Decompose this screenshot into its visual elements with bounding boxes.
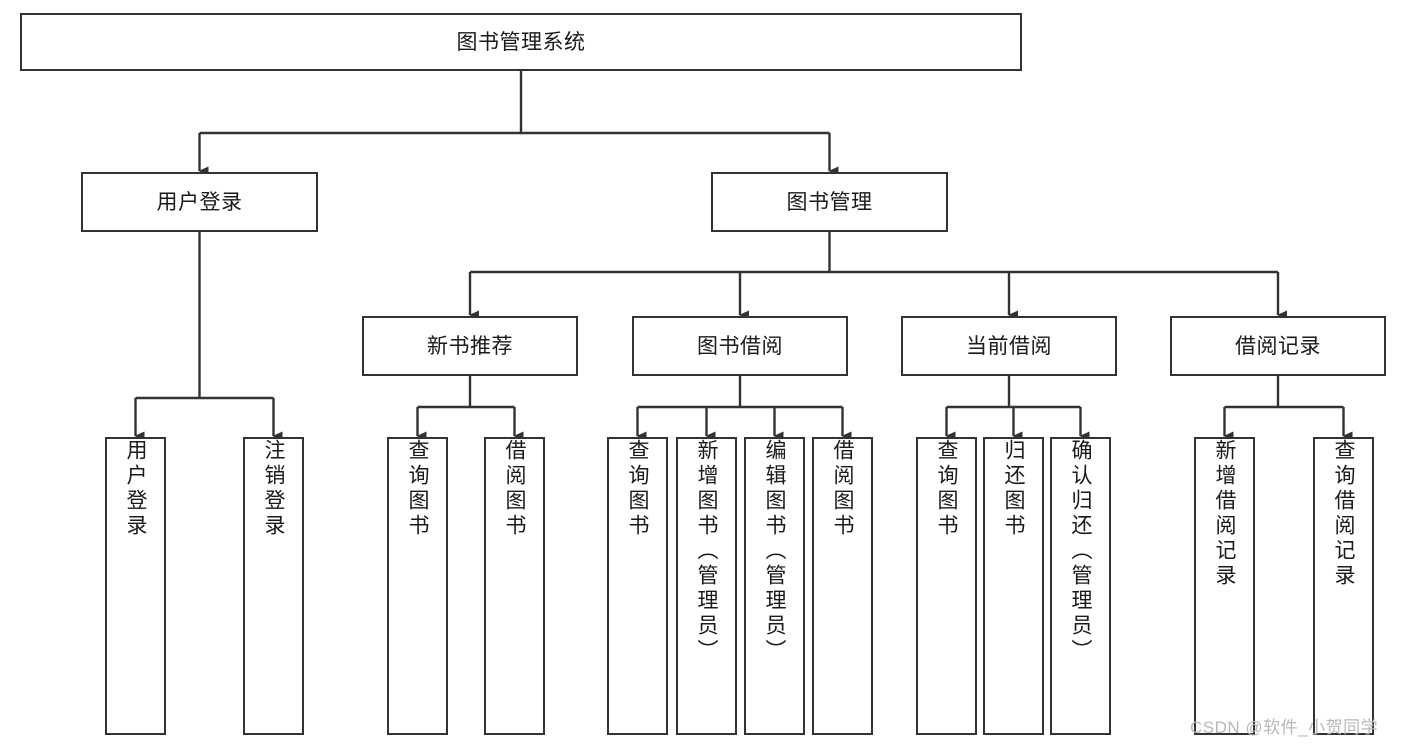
node-leaf-return-book-label: 归还图书 [1002,439,1025,539]
node-current-borrow-label: 当前借阅 [966,334,1052,358]
node-leaf-query-book-3-label: 查询图书 [935,439,958,539]
node-current-borrow[interactable]: 当前借阅 [901,316,1117,376]
node-leaf-add-book[interactable]: 新增图书（管理员） [676,437,737,735]
node-user-login[interactable]: 用户登录 [81,172,318,232]
node-borrow-record[interactable]: 借阅记录 [1170,316,1386,376]
node-new-book-rec[interactable]: 新书推荐 [362,316,578,376]
node-leaf-return-book[interactable]: 归还图书 [983,437,1044,735]
node-leaf-query-book-1-label: 查询图书 [406,439,429,539]
node-leaf-borrow-book-1[interactable]: 借阅图书 [484,437,545,735]
node-leaf-confirm-return[interactable]: 确认归还（管理员） [1050,437,1111,735]
node-leaf-add-record-label: 新增借阅记录 [1213,439,1236,589]
node-leaf-user-logout-label: 注销登录 [262,439,285,539]
node-leaf-borrow-book-2-label: 借阅图书 [831,439,854,539]
node-leaf-edit-book-label: 编辑图书（管理员） [763,439,786,664]
node-leaf-user-login[interactable]: 用户登录 [105,437,166,735]
node-book-manage[interactable]: 图书管理 [711,172,948,232]
node-leaf-add-record[interactable]: 新增借阅记录 [1194,437,1255,735]
node-user-login-label: 用户登录 [156,190,243,214]
node-leaf-borrow-book-1-label: 借阅图书 [503,439,526,539]
node-leaf-query-record-label: 查询借阅记录 [1332,439,1355,589]
node-new-book-rec-label: 新书推荐 [427,334,513,358]
node-leaf-borrow-book-2[interactable]: 借阅图书 [812,437,873,735]
node-leaf-edit-book[interactable]: 编辑图书（管理员） [744,437,805,735]
node-leaf-confirm-return-label: 确认归还（管理员） [1069,439,1092,664]
node-leaf-user-logout[interactable]: 注销登录 [243,437,304,735]
node-root[interactable]: 图书管理系统 [20,13,1022,71]
node-leaf-user-login-label: 用户登录 [124,439,147,539]
node-leaf-query-book-2-label: 查询图书 [626,439,649,539]
node-root-label: 图书管理系统 [456,30,586,54]
node-leaf-query-book-3[interactable]: 查询图书 [916,437,977,735]
node-book-manage-label: 图书管理 [786,190,873,214]
node-leaf-query-book-2[interactable]: 查询图书 [607,437,668,735]
node-book-borrow[interactable]: 图书借阅 [632,316,848,376]
node-leaf-query-book-1[interactable]: 查询图书 [387,437,448,735]
node-leaf-query-record[interactable]: 查询借阅记录 [1313,437,1374,735]
node-leaf-add-book-label: 新增图书（管理员） [695,439,718,664]
csdn-watermark: CSDN @软件_小贺同学 [1190,718,1379,737]
node-borrow-record-label: 借阅记录 [1235,334,1321,358]
node-book-borrow-label: 图书借阅 [697,334,783,358]
